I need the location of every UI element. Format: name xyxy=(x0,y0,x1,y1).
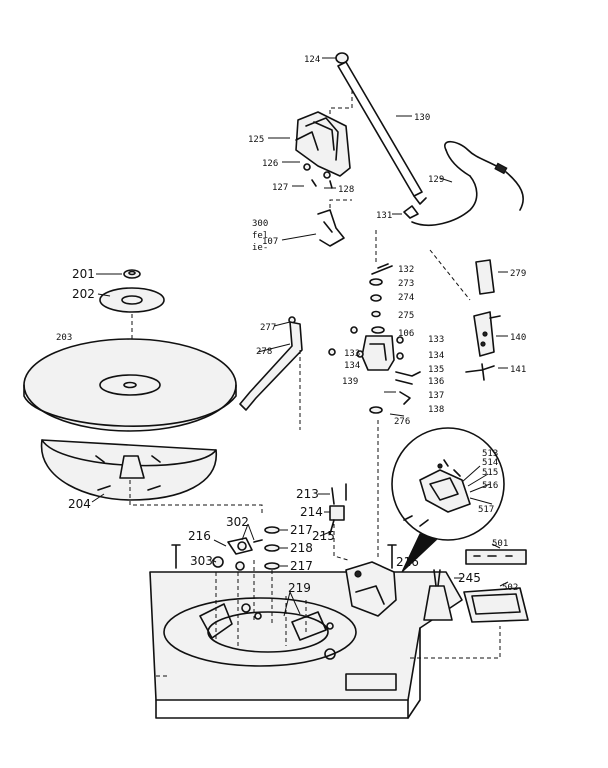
spindle-245 xyxy=(423,569,453,621)
callout-130: 130 xyxy=(414,113,430,123)
platter-203 xyxy=(23,338,237,432)
screw-216-left xyxy=(171,544,181,569)
callout-202: 202 xyxy=(72,287,95,301)
callout-128: 128 xyxy=(338,185,354,195)
callout-133-b: 133 xyxy=(344,349,360,359)
callout-136: 136 xyxy=(428,377,444,387)
callout-501: 501 xyxy=(492,539,508,549)
callout-275: 275 xyxy=(398,311,414,321)
callout-279: 279 xyxy=(510,269,526,279)
mat-202 xyxy=(99,287,165,313)
callout-514: 514 xyxy=(482,458,498,468)
callout-273: 273 xyxy=(398,279,414,289)
detail-leader xyxy=(401,533,438,573)
tonearm-base-216 xyxy=(345,561,397,617)
callout-303: 303 xyxy=(190,554,213,568)
washers-217-218 xyxy=(264,526,280,570)
callout-139: 139 xyxy=(342,377,358,387)
box-502 xyxy=(463,587,529,623)
callout-124: 124 xyxy=(304,55,320,65)
callout-216-b: 216 xyxy=(396,555,419,569)
cartridge-screws xyxy=(303,163,333,189)
callout-219: 219 xyxy=(288,581,311,595)
tonearm-tube xyxy=(335,52,427,205)
idler-303 xyxy=(212,556,245,571)
callout-300-b: fel xyxy=(252,231,268,241)
callout-515: 515 xyxy=(482,468,498,478)
cue-lever-cap-279 xyxy=(475,259,495,295)
callout-215: 215 xyxy=(312,529,335,543)
lift-bracket-107 xyxy=(317,209,345,247)
callout-218: 218 xyxy=(290,541,313,555)
callout-517: 517 xyxy=(478,505,494,515)
callout-126: 126 xyxy=(262,159,278,169)
callout-127: 127 xyxy=(272,183,288,193)
idler-assembly-302 xyxy=(227,537,263,555)
turntable-base-204 xyxy=(40,439,217,501)
clip-131 xyxy=(403,205,419,219)
callout-213: 213 xyxy=(296,487,319,501)
callout-300-c: ie- xyxy=(252,243,268,253)
callout-201: 201 xyxy=(72,267,95,281)
callout-216: 216 xyxy=(188,529,211,543)
callout-214: 214 xyxy=(300,505,323,519)
arm-rest-rod xyxy=(239,316,336,411)
callout-135: 135 xyxy=(428,365,444,375)
callout-137: 137 xyxy=(428,391,444,401)
callout-106: 106 xyxy=(398,329,414,339)
callout-277: 277 xyxy=(260,323,276,333)
pivot-stack xyxy=(350,263,421,414)
callout-140: 140 xyxy=(510,333,526,343)
callout-132: 132 xyxy=(398,265,414,275)
callout-302: 302 xyxy=(226,515,249,529)
callout-138: 138 xyxy=(428,405,444,415)
lead-wire xyxy=(411,140,524,226)
callout-245: 245 xyxy=(458,571,481,585)
callout-141: 141 xyxy=(510,365,526,375)
callout-300: 300 xyxy=(252,219,268,229)
callout-513: 513 xyxy=(482,449,498,459)
callout-125: 125 xyxy=(248,135,264,145)
callout-131: 131 xyxy=(376,211,392,221)
callout-134: 134 xyxy=(428,351,444,361)
headshell xyxy=(295,111,351,177)
screw-216-right xyxy=(387,544,397,569)
arm-141 xyxy=(465,363,495,381)
callout-129: 129 xyxy=(428,175,444,185)
motor-parts xyxy=(329,483,347,535)
callout-276: 276 xyxy=(394,417,410,427)
callout-217-b: 217 xyxy=(290,559,313,573)
callout-516: 516 xyxy=(482,481,498,491)
callout-203: 203 xyxy=(56,333,72,343)
cue-lever-140 xyxy=(473,311,501,357)
callout-107: 107 xyxy=(262,237,278,247)
callout-278: 278 xyxy=(256,347,272,357)
cartridge-detail-circle xyxy=(391,427,505,541)
callout-204: 204 xyxy=(68,497,91,511)
callout-133: 133 xyxy=(428,335,444,345)
callout-274: 274 xyxy=(398,293,414,303)
callout-502: 502 xyxy=(502,583,518,593)
callout-217: 217 xyxy=(290,523,313,537)
spindle-washer-201 xyxy=(123,269,141,279)
callout-134-b: 134 xyxy=(344,361,360,371)
label-plate-501 xyxy=(465,549,527,565)
